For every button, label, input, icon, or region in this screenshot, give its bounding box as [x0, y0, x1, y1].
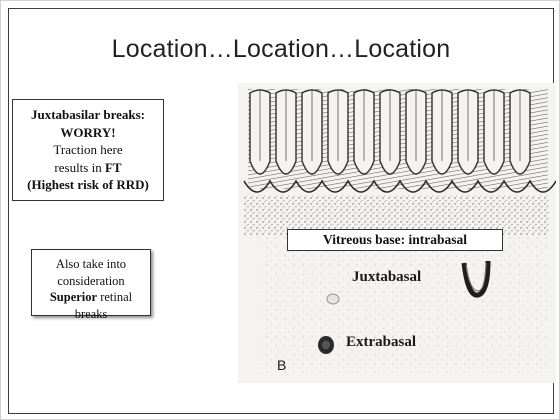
callout-text: consideration	[32, 273, 150, 290]
callout-text: Also take into	[32, 256, 150, 273]
callout-text: Traction here	[13, 141, 163, 159]
callout-text-line: Superior retinal breaks	[32, 289, 150, 322]
juxtabasilar-callout: Juxtabasilar breaks: WORRY! Traction her…	[12, 99, 164, 201]
callout-warning: WORRY!	[13, 124, 163, 142]
callout-heading: Juxtabasilar breaks:	[13, 106, 163, 124]
juxtabasal-label: Juxtabasal	[352, 269, 421, 286]
extrabasal-label: Extrabasal	[346, 334, 416, 351]
slide-title: Location…Location…Location	[1, 35, 560, 64]
vitreous-base-label: Vitreous base: intrabasal	[287, 229, 503, 251]
superior-callout: Also take into consideration Superior re…	[31, 249, 151, 316]
panel-letter: B	[277, 357, 286, 373]
callout-risk-note: (Highest risk of RRD)	[13, 176, 163, 194]
callout-text-line: results in FT	[13, 159, 163, 177]
callout-ft-term: FT	[105, 160, 122, 175]
callout-superior-term: Superior	[50, 290, 97, 304]
callout-text-prefix: results in	[54, 160, 105, 175]
